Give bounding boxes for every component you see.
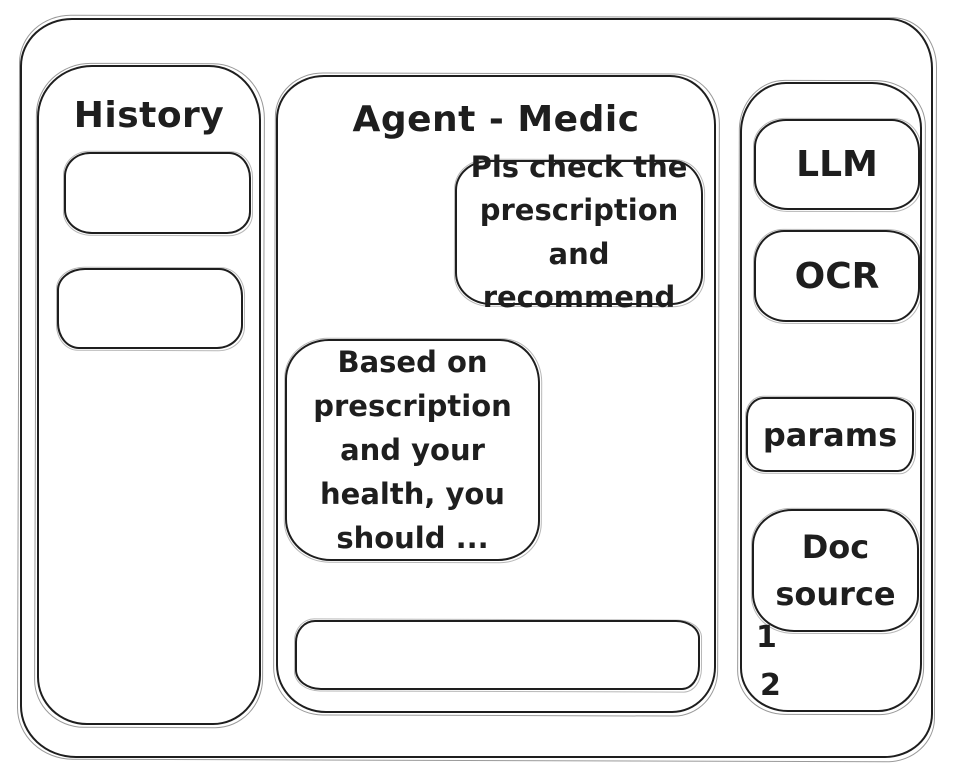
llm-button[interactable]: LLM [754, 119, 920, 210]
chat-input[interactable] [295, 620, 700, 690]
agent-message-bubble: Based on prescription and your health, y… [285, 339, 540, 561]
history-item[interactable] [64, 152, 251, 234]
doc-source-item-2[interactable]: 2 [760, 668, 781, 703]
history-item[interactable] [57, 268, 243, 349]
params-button[interactable]: params [746, 397, 914, 472]
user-message-text: Pls check the prescription and recommend [470, 149, 688, 315]
history-panel: History [37, 65, 261, 725]
agent-message-text: Based on prescription and your health, y… [313, 344, 512, 556]
history-panel-title: History [73, 95, 225, 136]
ocr-button[interactable]: OCR [754, 230, 920, 322]
chat-panel: Agent - Medic Pls check the prescription… [276, 75, 716, 713]
user-message-bubble: Pls check the prescription and recommend [455, 150, 703, 314]
tools-panel: LLM OCR params Doc source 1 2 [740, 82, 922, 712]
doc-source-button[interactable]: Doc source [752, 509, 919, 632]
chat-title: Agent - Medic [352, 99, 640, 140]
doc-source-item-1[interactable]: 1 [756, 620, 777, 655]
